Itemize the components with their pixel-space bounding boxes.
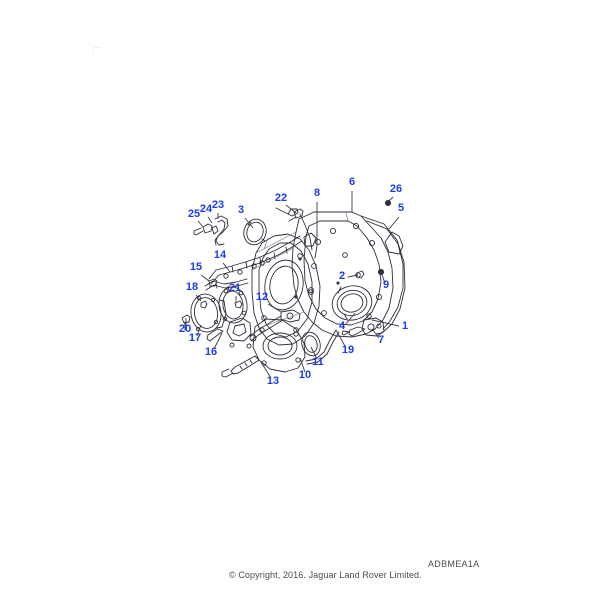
corner-registration-mark (93, 47, 101, 54)
callout-6[interactable]: 6 (349, 176, 355, 212)
callout-number-24[interactable]: 24 (200, 203, 213, 215)
callout-leader-line (345, 312, 356, 325)
callout-16[interactable]: 16 (205, 332, 223, 358)
callout-7[interactable]: 7 (371, 328, 384, 346)
drawing-code-label: ADBMEA1A (428, 559, 480, 569)
callout-leader-line (388, 216, 400, 230)
callout-number-3[interactable]: 3 (238, 204, 244, 216)
callout-3[interactable]: 3 (238, 204, 254, 229)
callout-10[interactable]: 10 (299, 357, 311, 381)
callout-number-26[interactable]: 26 (390, 183, 402, 195)
callout-number-15[interactable]: 15 (190, 261, 202, 273)
technical-line-art (181, 199, 406, 378)
callout-leader-line (260, 361, 272, 379)
callout-15[interactable]: 15 (190, 261, 210, 282)
callout-number-20[interactable]: 20 (179, 323, 191, 335)
callout-leader-line (197, 220, 204, 228)
callout-17[interactable]: 17 (189, 324, 202, 344)
callout-number-1[interactable]: 1 (402, 320, 408, 332)
callout-14[interactable]: 14 (214, 249, 231, 273)
callout-2[interactable]: 2 (339, 270, 359, 282)
callout-21[interactable]: 21 (229, 282, 241, 303)
callout-number-19[interactable]: 19 (342, 344, 354, 356)
callout-8[interactable]: 8 (314, 187, 320, 232)
callout-13[interactable]: 13 (260, 361, 279, 387)
callout-number-8[interactable]: 8 (314, 187, 320, 199)
callout-25[interactable]: 25 (188, 208, 204, 228)
callout-number-16[interactable]: 16 (205, 346, 217, 358)
callout-leader-line (371, 319, 400, 327)
callout-20[interactable]: 20 (179, 318, 191, 335)
callout-number-25[interactable]: 25 (188, 208, 200, 220)
callout-number-12[interactable]: 12 (256, 291, 268, 303)
callout-number-2[interactable]: 2 (339, 270, 345, 282)
callout-number-23[interactable]: 23 (212, 199, 224, 211)
callout-leader-line (386, 196, 394, 204)
callout-number-14[interactable]: 14 (214, 249, 227, 261)
callout-leader-line (285, 204, 297, 214)
callout-leader-line (213, 332, 223, 350)
callout-number-11[interactable]: 11 (312, 356, 324, 368)
copyright-notice: © Copyright, 2016. Jaguar Land Rover Lim… (229, 570, 422, 580)
callout-layer: 1234567891011121314151617181920212223242… (179, 176, 408, 387)
callout-leader-line (299, 357, 306, 373)
callout-5[interactable]: 5 (388, 202, 404, 230)
callout-12[interactable]: 12 (256, 291, 282, 313)
callout-leader-line (347, 274, 359, 278)
callout-number-9[interactable]: 9 (383, 279, 389, 291)
callout-leader-line (371, 328, 380, 339)
callout-11[interactable]: 11 (310, 346, 324, 368)
callout-18[interactable]: 18 (186, 281, 202, 302)
callout-leader-line (200, 274, 210, 282)
callout-leader-line (207, 216, 213, 224)
callout-number-10[interactable]: 10 (299, 369, 311, 381)
callout-leader-line (267, 303, 282, 313)
callout-number-6[interactable]: 6 (349, 176, 355, 188)
callout-23[interactable]: 23 (212, 199, 224, 219)
callout-number-7[interactable]: 7 (378, 334, 384, 346)
callout-22[interactable]: 22 (275, 192, 297, 214)
callout-number-17[interactable]: 17 (189, 332, 201, 344)
callout-leader-line (222, 262, 231, 273)
callout-19[interactable]: 19 (335, 329, 354, 356)
callout-leader-line (244, 217, 254, 229)
callout-leader-line (196, 324, 202, 337)
callout-24[interactable]: 24 (200, 203, 213, 224)
callout-number-21[interactable]: 21 (229, 282, 241, 294)
callout-number-13[interactable]: 13 (267, 375, 279, 387)
callout-1[interactable]: 1 (371, 319, 408, 332)
callout-26[interactable]: 26 (386, 183, 402, 204)
callout-4[interactable]: 4 (339, 312, 356, 332)
callout-leader-line (195, 294, 202, 302)
callout-leader-line (380, 271, 386, 284)
callout-number-22[interactable]: 22 (275, 192, 287, 204)
callout-number-5[interactable]: 5 (398, 202, 404, 214)
callout-number-4[interactable]: 4 (339, 320, 346, 332)
callout-leader-line (335, 329, 347, 349)
callout-number-18[interactable]: 18 (186, 281, 198, 293)
callout-leader-line (310, 346, 318, 360)
callout-9[interactable]: 9 (380, 271, 389, 291)
